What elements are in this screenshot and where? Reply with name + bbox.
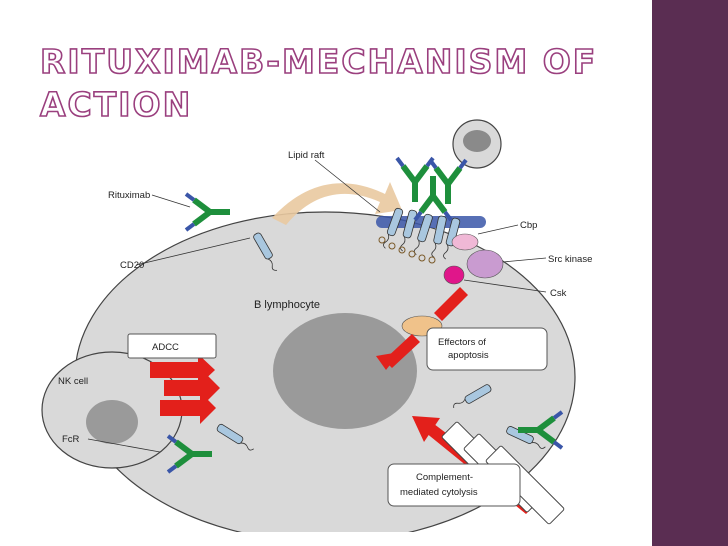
slide-title: Rituximab-Mechanism of Action <box>39 41 598 125</box>
cbp-protein <box>451 233 479 251</box>
label-cd20: CD20 <box>120 260 144 271</box>
lipid-raft <box>376 158 486 264</box>
complement-box <box>387 463 521 507</box>
adcc-arrows <box>150 354 220 424</box>
translocation-arrow <box>272 182 402 225</box>
label-cbp: Cbp <box>520 220 537 231</box>
b-lymphocyte-nucleus <box>273 313 417 429</box>
label-complement-line1: Complement- <box>416 472 473 483</box>
src-kinase <box>466 249 504 279</box>
label-src-kinase: Src kinase <box>548 254 592 265</box>
effectors-box <box>426 327 548 371</box>
label-csk: Csk <box>550 288 567 299</box>
label-effectors-line1: Effectors of <box>438 337 486 348</box>
label-b-lymphocyte: B lymphocyte <box>254 299 320 311</box>
mechanism-diagram: Rituximab CD20 Lipid raft Cbp Src kinase… <box>41 119 592 532</box>
csk-protein <box>443 265 465 285</box>
label-lipid-raft: Lipid raft <box>288 150 325 161</box>
label-effectors-line2: apoptosis <box>448 350 489 361</box>
slide-sidebar <box>652 0 728 546</box>
rituximab-antibody <box>186 194 230 230</box>
nk-cell-nucleus <box>86 400 138 444</box>
label-nk-cell: NK cell <box>58 376 88 387</box>
label-fcr: FcR <box>62 434 80 445</box>
label-complement-line2: mediated cytolysis <box>400 487 478 498</box>
signal-arrow <box>376 287 468 370</box>
adcc-box <box>127 333 217 359</box>
label-adcc: ADCC <box>152 342 179 353</box>
label-rituximab: Rituximab <box>108 190 150 201</box>
